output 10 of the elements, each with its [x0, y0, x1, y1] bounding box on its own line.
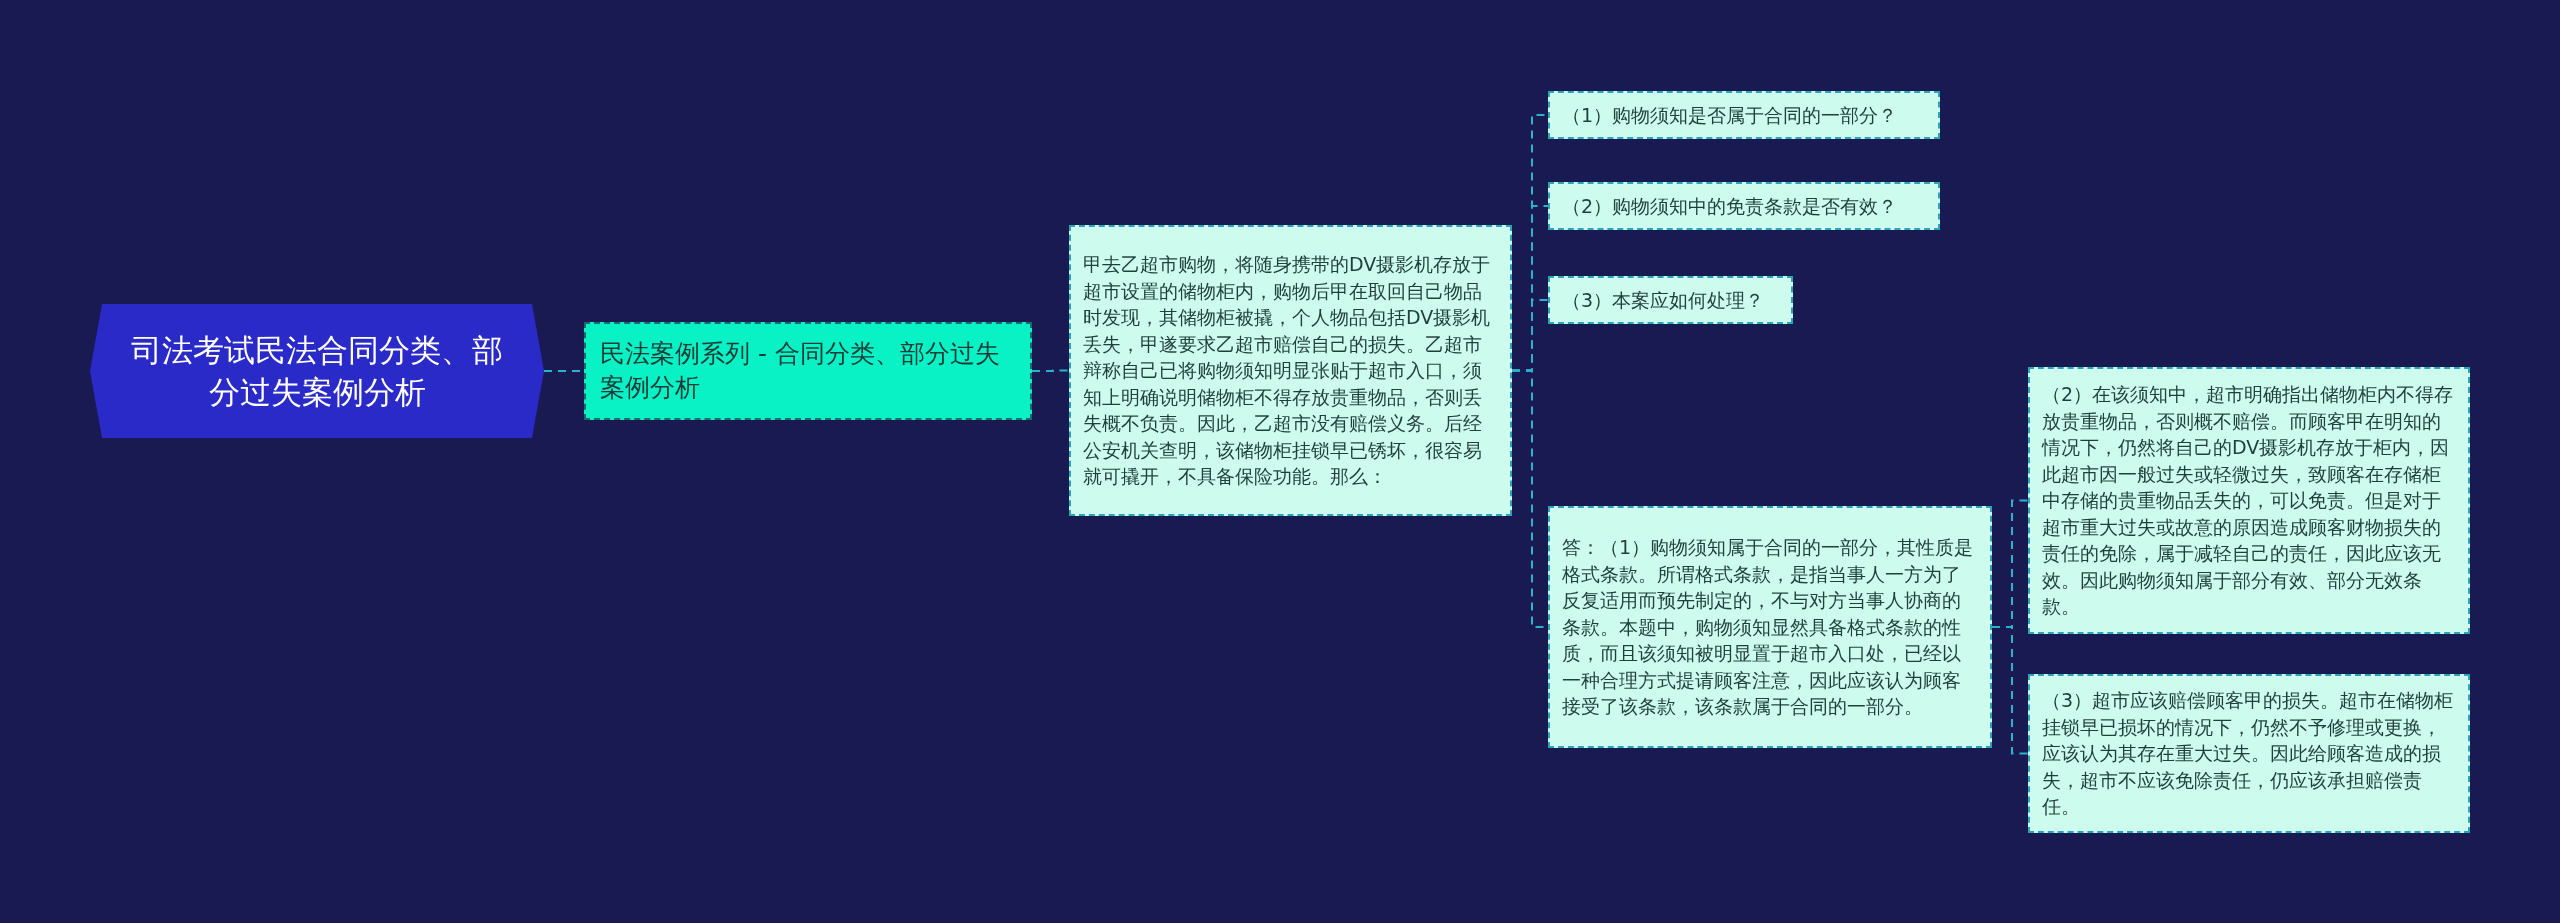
topic-box: （1）购物须知是否属于合同的一部分？ — [1548, 91, 1940, 139]
topic-box: （3）超市应该赔偿顾客甲的损失。超市在储物柜挂锁早已损坏的情况下，仍然不予修理或更换，应该认为其存在重大过失。因此给顾客造成的损失，超市不应该免除责任，仍应该承担赔偿责任。 — [2028, 674, 2470, 833]
topic-box: （2）购物须知中的免责条款是否有效？ — [1548, 182, 1940, 230]
connector-line — [1991, 626, 2029, 755]
topic-box: 民法案例系列 - 合同分类、部分过失案例分析 — [584, 322, 1032, 420]
topic-box: （2）在该须知中，超市明确指出储物柜内不得存放贵重物品，否则概不赔偿。而顾客甲在明知的情况下，仍然将自己的DV摄影机存放于柜内，因此超市因一般过失或轻微过失，致顾客在存储柜中存储的贵重物品丢失的，可以免责。但是对于超市重大过失或故意的原因造成顾客财物损失的责任的免除，属于减轻自己的责任，因此应该无效。因此购物须知属于部分有效、部分无效条款。 — [2028, 367, 2470, 634]
topic-box: （3）本案应如何处理？ — [1548, 276, 1793, 324]
topic-box: 甲去乙超市购物，将随身携带的DV摄影机存放于超市设置的储物柜内，购物后甲在取回自己物品时发现，其储物柜被撬，个人物品包括DV摄影机丢失，甲遂要求乙超市赔偿自己的损失。乙超市辩称自己已将购物须知明显张贴于超市入口，须知上明确说明储物柜不得存放贵重物品，否则丢失概不负责。因此，乙超市没有赔偿义务。后经公安机关查明，该储物柜挂锁早已锈坏，很容易就可撬开，不具备保险功能。那么： — [1069, 225, 1512, 516]
connector-line — [1031, 369, 1070, 372]
topic-box: 答：（1）购物须知属于合同的一部分，其性质是格式条款。所谓格式条款，是指当事人一方为了反复适用而预先制定的，不与对方当事人协商的条款。本题中，购物须知显然具备格式条款的性质，而且该须知被明显置于超市入口处，已经以一种合理方式提请顾客注意，因此应该认为顾客接受了该条款，该条款属于合同的一部分。 — [1548, 506, 1992, 748]
